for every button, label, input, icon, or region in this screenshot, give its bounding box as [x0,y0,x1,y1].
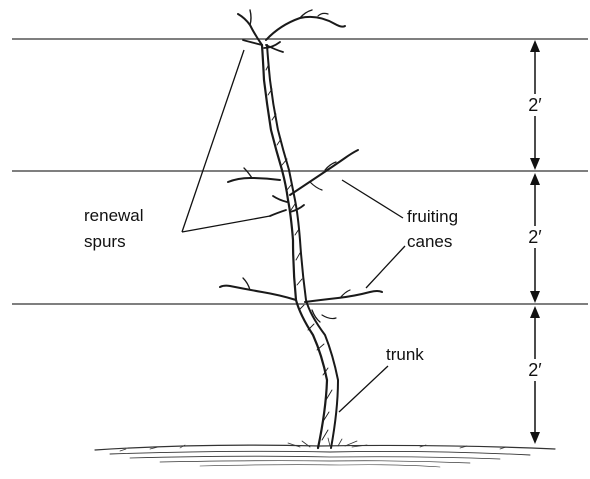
arrow-up-bottom [530,306,540,318]
dimension-label-bottom: 2′ [528,360,542,380]
arrow-down-bottom [530,432,540,444]
leader-fruiting-bottom [366,246,405,288]
leader-fruiting-middle [342,180,403,218]
leader-renewal-middle [182,216,270,232]
label-fruiting: fruiting [407,207,458,226]
leader-lines [182,50,405,412]
top-cane-left [238,14,262,45]
arrow-down-top [530,158,540,170]
middle-cane-right [290,150,358,195]
leader-renewal-top [182,50,244,232]
grapevine-illustration [220,10,382,448]
vine-trunk [262,45,327,448]
middle-cane-left [228,178,280,182]
label-canes: canes [407,232,452,251]
arrow-up-middle [530,173,540,185]
ground [95,438,555,467]
bottom-cane-right [305,291,382,302]
trellis-wires [12,39,588,304]
label-trunk: trunk [386,345,424,364]
bottom-cane-left [220,286,296,300]
arrow-down-middle [530,291,540,303]
label-renewal: renewal [84,206,144,225]
dimension-label-middle: 2′ [528,227,542,247]
arrow-up-top [530,40,540,52]
leader-trunk [339,366,388,412]
label-spurs: spurs [84,232,126,251]
top-cane-right [266,17,345,40]
dimension-label-top: 2′ [528,95,542,115]
